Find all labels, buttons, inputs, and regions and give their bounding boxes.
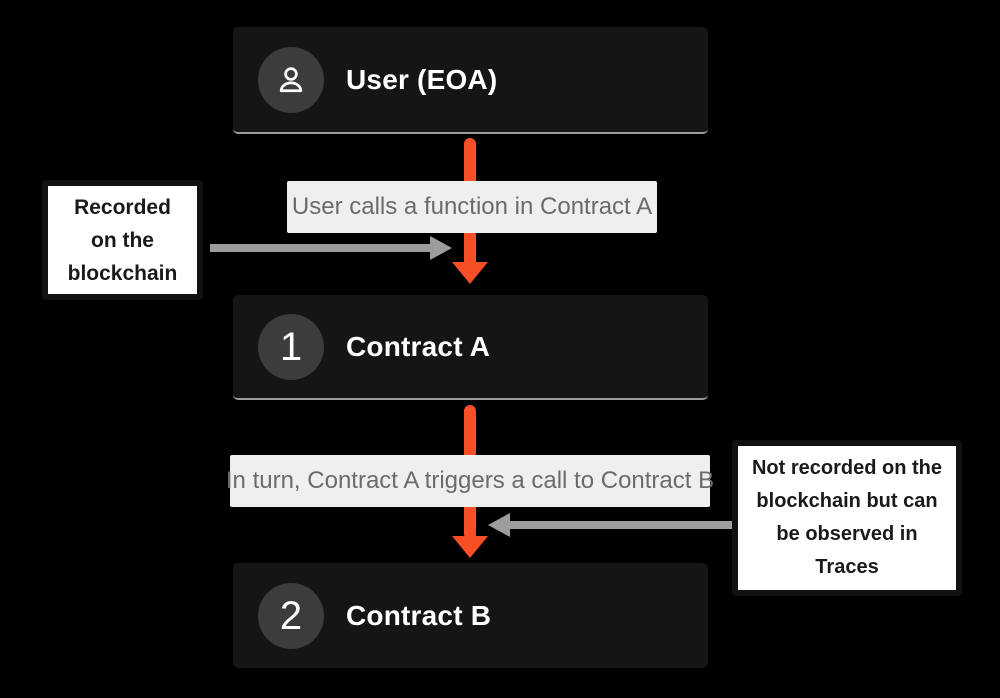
contract-a-number: 1 [279,324,303,369]
note-line: blockchain [67,261,178,285]
arrow-user-to-contract-a-head [452,262,488,284]
edge-label-user-call: User calls a function in Contract A [287,181,657,233]
traces-note-arrow-head [488,513,510,537]
contract-b-number-circle: 2 [258,582,324,649]
note-line: Not recorded on the [751,457,942,479]
user-avatar-circle [258,46,324,113]
edge-label-contract-a-triggers: In turn, Contract A triggers a call to C… [226,455,714,507]
note-line: be observed in [776,523,918,545]
note-not-recorded-traces: Not recorded on the blockchain but can b… [732,440,962,596]
user-icon [279,66,303,92]
node-contract-b-title: Contract B [346,599,492,631]
note-recorded-on-blockchain: Recorded on the blockchain [42,180,203,300]
note-line: Recorded [74,195,171,219]
node-contract-b: 2 Contract B [233,563,708,668]
traces-note-arrow-shaft [510,521,732,529]
note-line: blockchain but can [756,490,938,512]
node-contract-a-title: Contract A [346,330,491,362]
note-line: Traces [815,556,879,578]
note-line: on the [91,228,154,252]
node-user-title: User (EOA) [346,63,498,95]
contract-a-number-circle: 1 [258,313,324,380]
node-contract-a: 1 Contract A [233,295,708,400]
recorded-note-arrow-shaft [210,244,430,252]
contract-b-number: 2 [279,593,303,638]
recorded-note-arrow-head [430,236,452,260]
arrow-contract-a-to-b-head [452,536,488,558]
node-user-eoa: User (EOA) [233,27,708,134]
